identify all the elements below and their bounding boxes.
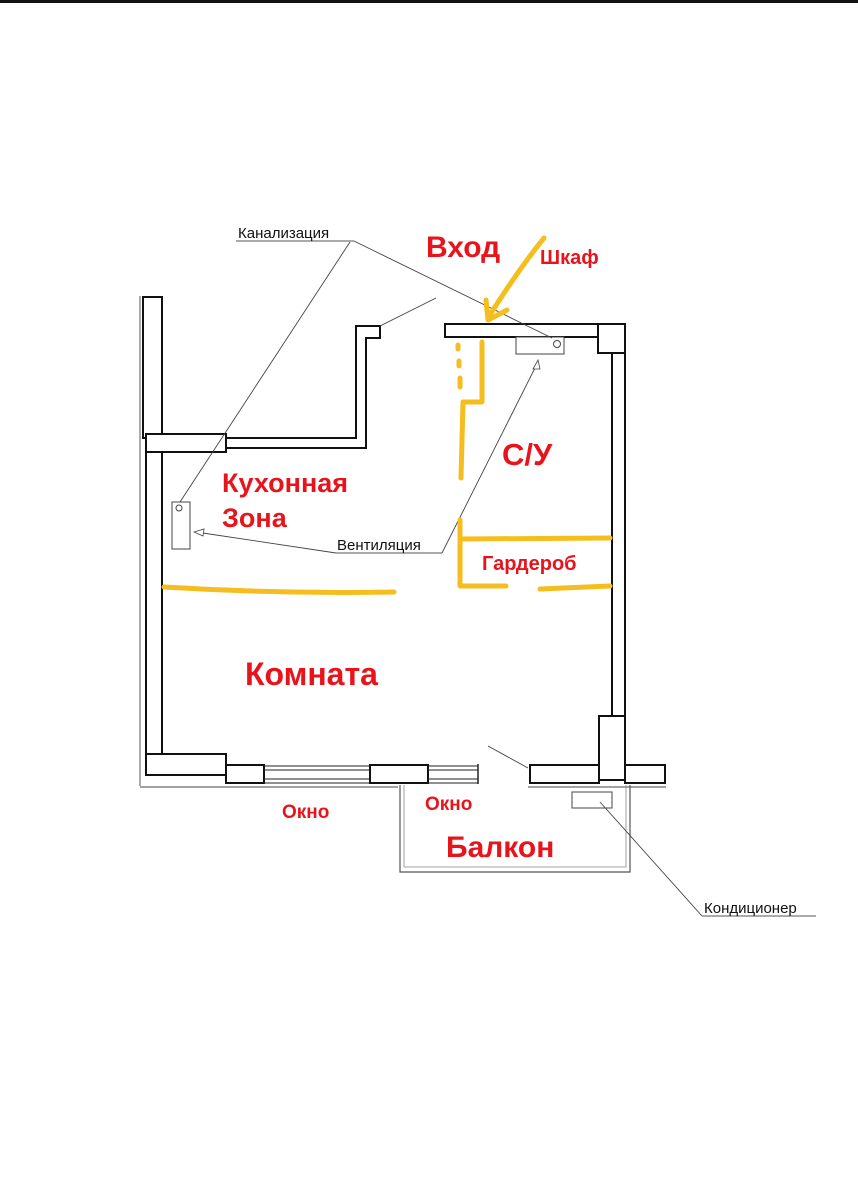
ac-unit — [571, 791, 613, 809]
sewage-callout-label: Канализация — [238, 225, 329, 242]
bathroom-label: С/У — [502, 437, 553, 472]
entrance-wall — [444, 323, 599, 338]
entrance-label: Вход — [426, 231, 500, 264]
kitchen-label-line1: Кухонная — [222, 468, 348, 498]
sewage-leader-left — [179, 241, 351, 503]
door-swing-entry — [379, 297, 437, 327]
bottom-wall-segment-4 — [624, 764, 666, 784]
sewage-leader-right — [353, 240, 553, 339]
right-wall-column — [598, 715, 626, 781]
bottom-wall-segment-2 — [369, 764, 429, 784]
kitchen-vent-box — [171, 501, 191, 550]
ventilation-callout-label: Вентиляция — [337, 537, 421, 554]
wall-junction-left — [145, 433, 227, 453]
wall-corner-bottom-left — [145, 753, 227, 776]
balcony-outline-inner — [403, 785, 627, 868]
ventilation-arrowhead-right — [532, 358, 541, 370]
kitchen-vent-circle — [175, 504, 183, 512]
kitchen-label-line2: Зона — [222, 503, 288, 533]
balcony-label: Балкон — [446, 831, 554, 864]
window-left-label: Окно — [282, 802, 329, 823]
yellow-bathroom-partition — [458, 339, 485, 481]
ventilation-arrowhead-left — [192, 528, 205, 537]
yellow-wardrobe-bottom — [537, 583, 613, 592]
bottom-wall-segment-1 — [225, 764, 265, 784]
yellow-wardrobe-top — [459, 535, 613, 542]
bottom-wall-segment-3 — [529, 764, 600, 784]
balcony-outline — [399, 785, 631, 873]
right-wall-corner-top — [597, 323, 626, 354]
left-wall-upper — [142, 296, 163, 439]
entrance-arrow-icon — [485, 235, 547, 321]
ac-callout-label: Кондиционер — [704, 900, 797, 917]
bathroom-riser-circle — [553, 340, 561, 348]
closet-label: Шкаф — [540, 247, 599, 269]
yellow-wardrobe-frame — [457, 517, 509, 589]
window-right-label: Окно — [425, 794, 472, 815]
balcony-door-swing — [487, 745, 529, 769]
entrance-arrow-head — [483, 297, 510, 323]
ventilation-leader-left — [195, 531, 337, 554]
ac-leader — [599, 801, 703, 917]
bathroom-riser-box — [515, 336, 565, 355]
left-wall-lower — [145, 451, 163, 755]
yellow-kitchen-divider — [161, 584, 397, 595]
kitchen-top-wall — [226, 325, 381, 449]
room-label: Комната — [245, 656, 378, 692]
wardrobe-label: Гардероб — [482, 553, 577, 575]
